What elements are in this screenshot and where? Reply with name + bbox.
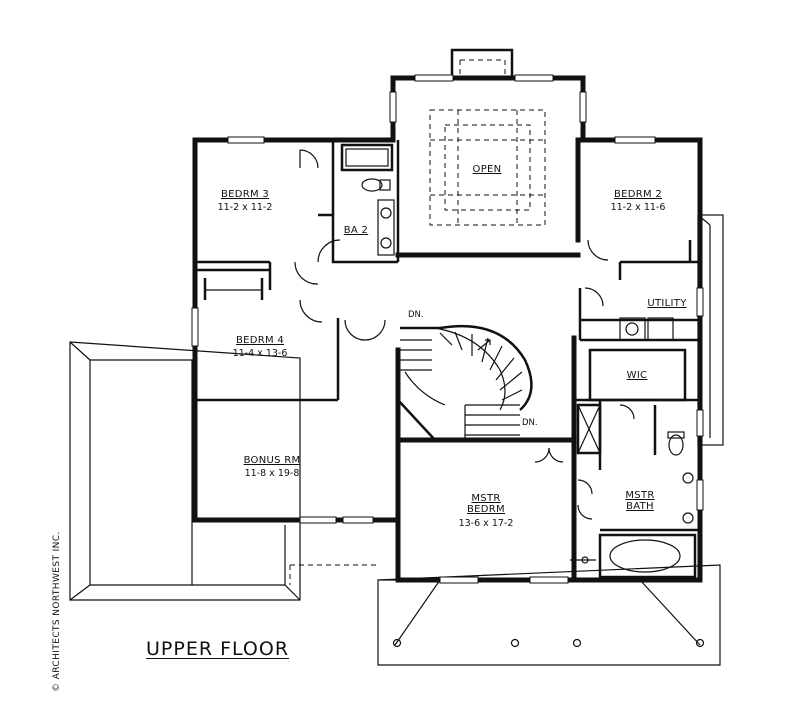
master-bedroom-name-1: MSTR — [471, 493, 500, 504]
windows — [191, 74, 704, 584]
master-bath-name-2: BATH — [626, 501, 654, 512]
floor-title: UPPER FLOOR — [146, 638, 290, 660]
bedroom2-name: BEDRM 2 — [614, 189, 662, 200]
copyright-notice: © ARCHITECTS NORTHWEST INC. — [52, 531, 62, 692]
open-name: OPEN — [473, 164, 502, 175]
doors — [294, 149, 635, 520]
bedroom4-name: BEDRM 4 — [236, 335, 284, 346]
garage-roof — [69, 341, 301, 601]
bedroom2-size: 11-2 x 11-6 — [611, 202, 666, 213]
master-bedroom-size: 13-6 x 17-2 — [459, 518, 514, 529]
stairs-down-label-bottom: DN. — [522, 418, 538, 428]
chimney — [450, 48, 514, 79]
bedroom3-size: 11-2 x 11-2 — [218, 202, 273, 213]
bath2-name: BA 2 — [344, 225, 368, 236]
utility-name: UTILITY — [647, 298, 687, 309]
bedroom4-size: 11-4 x 13-6 — [233, 348, 288, 359]
stairs-down-label-top: DN. — [408, 310, 424, 320]
porch-roof — [289, 564, 721, 666]
open-atrium-grid — [429, 109, 546, 226]
exterior-walls — [192, 75, 703, 583]
bonus-room-size: 11-8 x 19-8 — [245, 468, 300, 479]
master-bath-name-1: MSTR — [625, 490, 654, 501]
staircase — [400, 324, 533, 440]
wic-name: WIC — [627, 370, 648, 381]
bonus-room-name: BONUS RM — [244, 455, 301, 466]
bedroom3-name: BEDRM 3 — [221, 189, 269, 200]
master-bedroom-name-2: BEDRM — [467, 504, 505, 515]
fixtures — [205, 143, 697, 579]
